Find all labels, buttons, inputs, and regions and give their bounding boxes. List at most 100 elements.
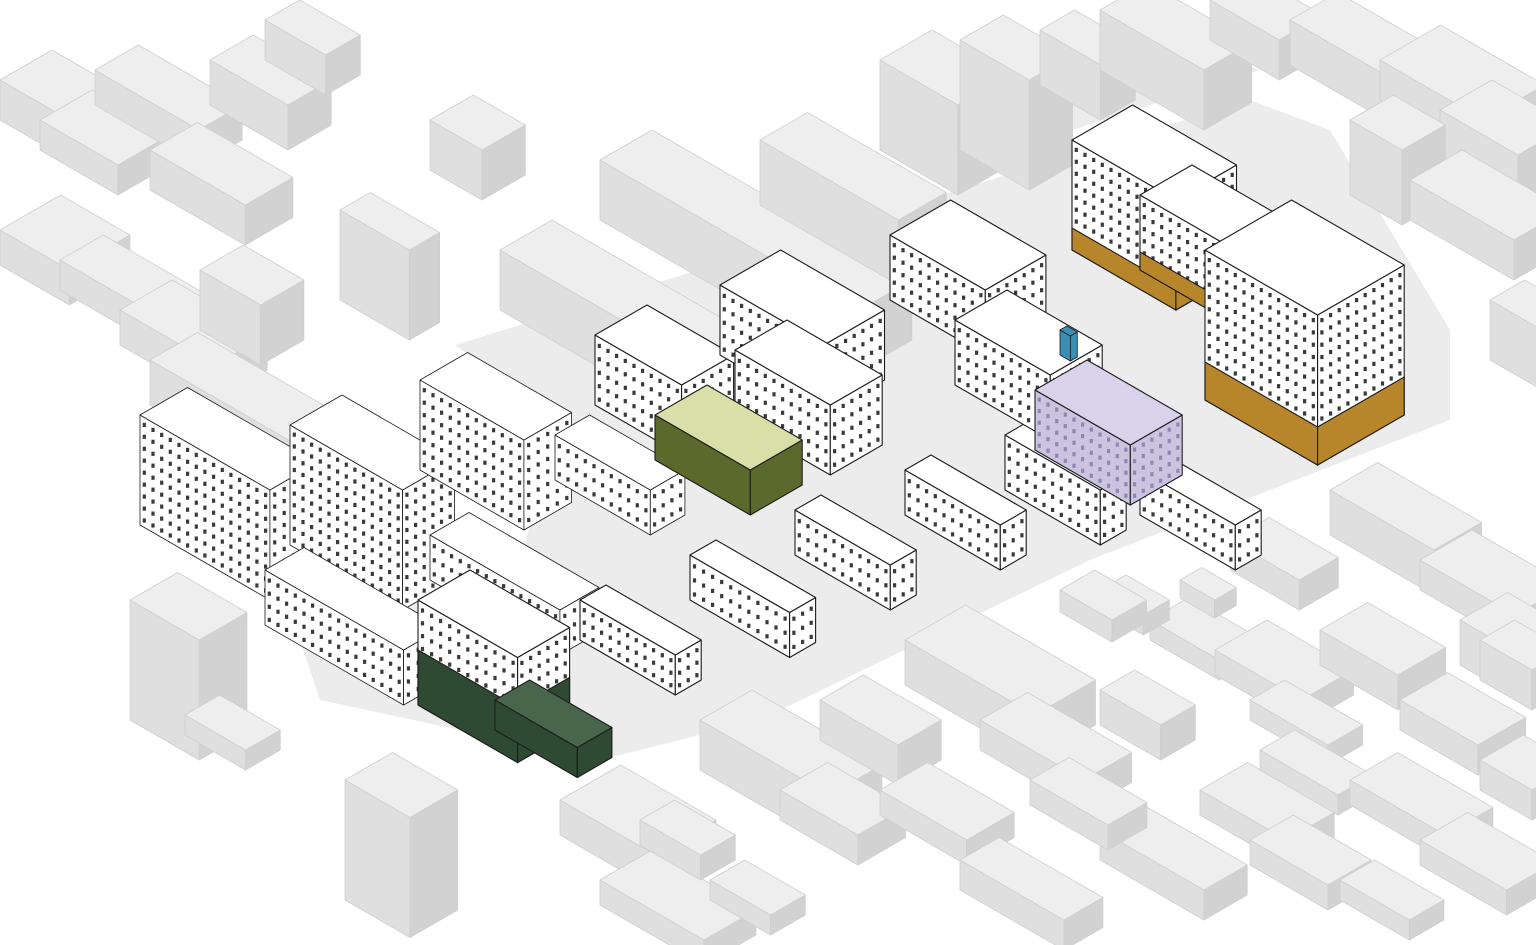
west-complex-wing-window	[379, 529, 383, 534]
slab-block-window	[1020, 533, 1024, 538]
west-complex-north-wing-window	[483, 423, 487, 428]
highlight-green-block	[654, 384, 803, 516]
east-tower-south-window	[1363, 305, 1367, 310]
courtyard-block-window	[966, 345, 970, 350]
west-complex-east-bar-window	[627, 512, 631, 517]
west-complex-bridge-bar-window	[554, 614, 558, 619]
west-complex-bridge-bar-window	[519, 594, 523, 599]
west-complex-wing-window	[301, 484, 305, 489]
west-complex-east-bar-window	[635, 503, 639, 508]
context-building-face-top	[904, 604, 1096, 716]
west-complex-low-bar-window	[267, 617, 271, 622]
west-complex-tower-window	[229, 520, 233, 525]
slab-block-window	[652, 673, 656, 678]
west-complex-north-wing-window	[492, 453, 496, 458]
highlight-violet-block-window	[1046, 448, 1050, 453]
slab-block-window	[1051, 507, 1055, 512]
west-complex-wing-window	[396, 492, 400, 497]
west-complex-tower-window	[238, 561, 242, 566]
courtyard-block-window	[833, 449, 837, 454]
east-courtyard-wing-window	[1160, 225, 1164, 230]
highlight-violet-block-window	[1046, 414, 1050, 419]
courtyard-block-window	[772, 405, 776, 410]
courtyard-block-window	[615, 367, 619, 372]
slab-block-window	[1168, 522, 1172, 527]
west-complex-tower-window	[194, 548, 198, 553]
courtyard-block-window	[824, 435, 828, 440]
highlight-violet-block-window	[1167, 439, 1171, 444]
courtyard-block-window	[910, 278, 914, 283]
west-complex-tower-window	[220, 479, 224, 484]
slab-block-window	[1077, 509, 1081, 514]
west-complex-east-bar-window	[670, 498, 674, 503]
slab-block-window	[626, 645, 630, 650]
west-complex-east-bar-window	[601, 469, 605, 474]
slab-block-window	[626, 633, 630, 638]
west-complex-bridge-bar-window	[432, 572, 436, 577]
courtyard-block-window	[983, 368, 987, 373]
slab-block-window	[951, 518, 955, 523]
courtyard-block-window	[876, 397, 880, 402]
courtyard-block-window	[719, 368, 723, 373]
west-complex-tower-window	[186, 543, 190, 548]
courtyard-block-window	[807, 425, 811, 430]
east-tower-south-window	[1303, 337, 1307, 342]
west-complex-north-wing-window	[509, 438, 513, 443]
west-complex-tower-window	[160, 456, 164, 461]
east-tower-south-window	[1311, 367, 1315, 372]
courtyard-block-window	[1018, 413, 1022, 418]
courtyard-block-window	[658, 378, 662, 383]
east-tower-north-window	[1074, 147, 1078, 152]
west-complex-low-bar-window	[311, 629, 315, 634]
west-complex-tower-window	[168, 461, 172, 466]
east-tower-south-window	[1329, 386, 1333, 391]
east-tower-north-window	[1118, 232, 1122, 237]
east-tower-south-window	[1285, 389, 1289, 394]
slab-block-window	[756, 629, 760, 634]
west-complex-tower-window	[151, 451, 155, 456]
highlight-dark-green-tower-window	[484, 683, 488, 688]
west-complex-wing-window	[422, 517, 426, 523]
east-tower-north-window	[1109, 203, 1113, 208]
east-courtyard-wing-window	[1142, 227, 1146, 232]
east-tower-south-window	[1207, 356, 1211, 361]
context-building-face-right	[1513, 226, 1536, 281]
courtyard-block-window	[824, 422, 828, 427]
context-building-face-top	[709, 859, 806, 916]
west-complex-tower-window	[273, 516, 277, 521]
context-building-face-top	[1489, 279, 1536, 328]
courtyard-block-window	[746, 390, 750, 395]
slab-block-window	[893, 583, 897, 588]
west-complex-wing-window	[292, 491, 296, 496]
west-complex-wing-window	[362, 566, 366, 571]
project-buildings-layer	[139, 104, 1405, 779]
west-complex-north-wing-window	[422, 425, 426, 430]
west-complex-wing-window	[422, 565, 426, 570]
highlight-violet-block-window	[1081, 445, 1085, 450]
west-complex-tower-window	[160, 432, 164, 437]
slab-block-window	[916, 498, 920, 503]
courtyard-block-window	[737, 372, 741, 377]
west-complex-wing-window	[318, 541, 322, 546]
courtyard-block-window	[623, 412, 627, 417]
highlight-dark-green-tower-window	[457, 629, 461, 634]
west-complex-tower-window	[177, 442, 181, 447]
courtyard-block-window	[731, 298, 735, 303]
west-complex-bridge-bar-window	[528, 599, 532, 604]
courtyard-block-window	[789, 402, 793, 407]
east-tower-south-window	[1277, 384, 1281, 389]
west-complex-wing-window	[396, 516, 400, 521]
west-complex-bridge-bar-window	[458, 559, 462, 564]
slab-block-window	[1003, 529, 1007, 534]
highlight-violet-block-window	[1072, 463, 1076, 468]
west-complex-bridge-bar-window	[450, 568, 454, 573]
east-tower-south-window	[1294, 344, 1298, 350]
highlight-dark-green-tower-window	[563, 674, 567, 679]
slab-block-window	[916, 512, 920, 517]
slab-block-window	[634, 638, 638, 643]
highlight-dark-green-tower-window	[537, 676, 541, 681]
context-building	[209, 34, 332, 151]
courtyard-block-window	[867, 388, 871, 393]
slab-block-window	[907, 479, 911, 484]
slab-block-window	[797, 533, 801, 538]
